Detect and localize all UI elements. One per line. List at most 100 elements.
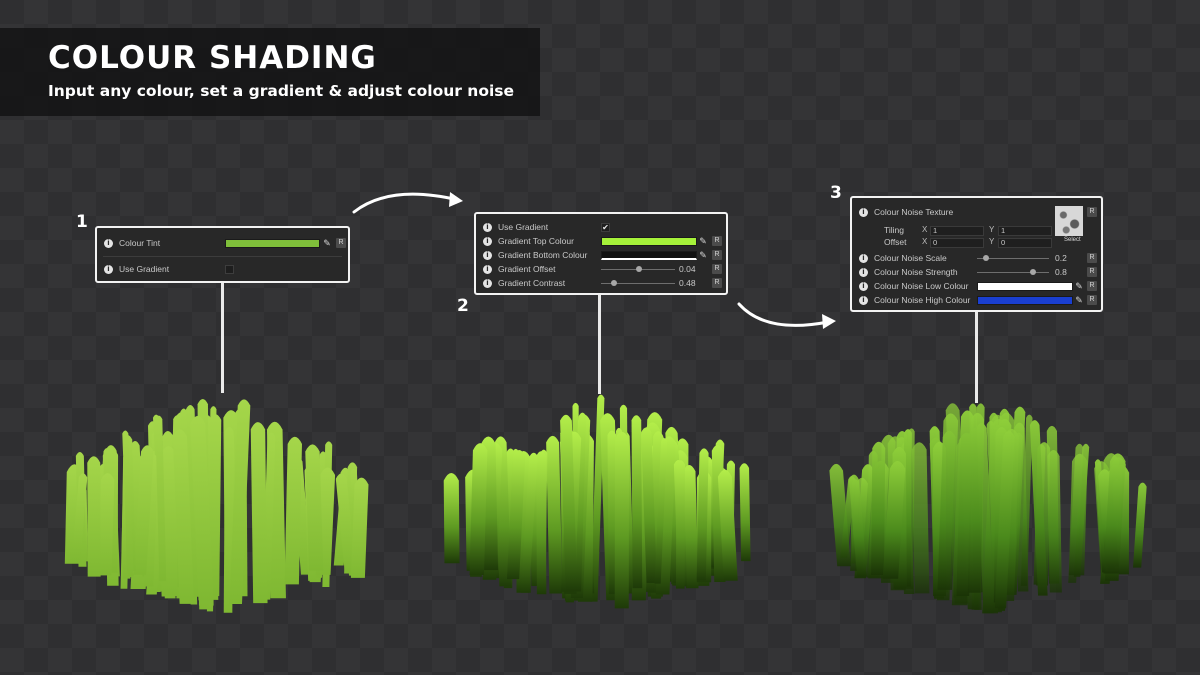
- reset-button[interactable]: R: [712, 250, 722, 260]
- eyedropper-icon[interactable]: ✎: [699, 236, 707, 246]
- tiling-label: Tiling: [884, 225, 904, 235]
- info-icon[interactable]: i: [483, 251, 492, 260]
- reset-button[interactable]: R: [1087, 295, 1097, 305]
- info-icon[interactable]: i: [483, 265, 492, 274]
- info-icon[interactable]: i: [483, 279, 492, 288]
- texture-select-button[interactable]: Select: [1064, 237, 1081, 243]
- row-colour-noise-high-colour: i Colour Noise High Colour ✎ R: [852, 294, 1101, 308]
- colour-noise-low-colour-swatch[interactable]: [977, 282, 1073, 291]
- grass-blade: [536, 451, 547, 595]
- colour-noise-scale-slider[interactable]: [977, 258, 1049, 259]
- colour-noise-texture-label: Colour Noise Texture: [874, 207, 954, 217]
- reset-button[interactable]: R: [1087, 267, 1097, 277]
- grass-blade: [546, 435, 563, 594]
- grass-blade: [520, 453, 538, 593]
- use-gradient-label: Use Gradient: [498, 222, 549, 232]
- colour-noise-strength-label: Colour Noise Strength: [874, 267, 958, 277]
- info-icon[interactable]: i: [859, 254, 868, 263]
- offset-y-axis-label: Y: [989, 237, 995, 246]
- gradient-bottom-colour-swatch[interactable]: [601, 251, 697, 260]
- grass-blade: [335, 473, 356, 573]
- tiling-x-field[interactable]: 1: [930, 226, 984, 236]
- colour-tint-swatch[interactable]: [225, 239, 320, 248]
- noise-texture-thumbnail[interactable]: [1055, 206, 1083, 236]
- grass-blade: [871, 441, 886, 576]
- connector-line-2: [598, 294, 601, 394]
- info-icon[interactable]: i: [483, 223, 492, 232]
- reset-button[interactable]: R: [712, 278, 722, 288]
- grass-blade: [284, 436, 302, 585]
- grass-blade: [631, 415, 643, 589]
- slider-thumb[interactable]: [1030, 269, 1036, 275]
- row-gradient-contrast: i Gradient Contrast 0.48 R: [476, 277, 726, 291]
- eyedropper-icon[interactable]: ✎: [1075, 295, 1083, 305]
- info-icon[interactable]: i: [483, 237, 492, 246]
- reset-button[interactable]: R: [336, 238, 346, 248]
- gradient-bottom-colour-label: Gradient Bottom Colour: [498, 250, 588, 260]
- grass-preview-1: [64, 398, 369, 613]
- offset-label: Offset: [884, 237, 907, 247]
- offset-y-field[interactable]: 0: [998, 238, 1052, 248]
- offset-x-field[interactable]: 0: [930, 238, 984, 248]
- gradient-contrast-slider[interactable]: [601, 283, 675, 284]
- gradient-contrast-value[interactable]: 0.48: [679, 278, 696, 288]
- use-gradient-checkbox[interactable]: ✔: [601, 223, 610, 232]
- step-number-2: 2: [457, 296, 469, 316]
- tiling-x-axis-label: X: [922, 225, 928, 234]
- grass-blade: [122, 430, 134, 577]
- gradient-top-colour-swatch[interactable]: [601, 237, 697, 246]
- row-tiling: Tiling X 1 Y 1: [852, 224, 1101, 238]
- grass-blade: [1020, 414, 1033, 586]
- reset-button[interactable]: R: [1087, 253, 1097, 263]
- info-icon[interactable]: i: [104, 265, 113, 274]
- grass-blade: [560, 414, 578, 592]
- row-colour-noise-low-colour: i Colour Noise Low Colour ✎ R: [852, 280, 1101, 294]
- colour-noise-low-colour-label: Colour Noise Low Colour: [874, 281, 969, 291]
- gradient-top-colour-label: Gradient Top Colour: [498, 236, 574, 246]
- gradient-offset-value[interactable]: 0.04: [679, 264, 696, 274]
- grass-blade: [443, 472, 460, 564]
- colour-noise-strength-value[interactable]: 0.8: [1055, 267, 1067, 277]
- info-icon[interactable]: i: [859, 268, 868, 277]
- grass-blade: [250, 422, 268, 604]
- colour-noise-high-colour-label: Colour Noise High Colour: [874, 295, 971, 305]
- grass-blade: [696, 448, 709, 581]
- grass-blade: [506, 449, 526, 580]
- grass-blade: [143, 454, 159, 587]
- grass-blade: [350, 477, 369, 578]
- eyedropper-icon[interactable]: ✎: [699, 250, 707, 260]
- eyedropper-icon[interactable]: ✎: [1075, 281, 1083, 291]
- info-icon[interactable]: i: [104, 239, 113, 248]
- info-icon[interactable]: i: [859, 282, 868, 291]
- grass-blade: [937, 413, 959, 590]
- slider-thumb[interactable]: [636, 266, 642, 272]
- panel-colour-tint: i Colour Tint ✎ R i Use Gradient: [95, 226, 350, 283]
- eyedropper-icon[interactable]: ✎: [323, 238, 331, 248]
- use-gradient-checkbox[interactable]: [225, 265, 234, 274]
- slider-thumb[interactable]: [611, 280, 617, 286]
- grass-blade: [911, 442, 930, 594]
- colour-noise-high-colour-swatch[interactable]: [977, 296, 1073, 305]
- reset-button[interactable]: R: [712, 236, 722, 246]
- step-number-3: 3: [830, 183, 842, 203]
- info-icon[interactable]: i: [859, 208, 868, 217]
- panel-gradient: i Use Gradient ✔ i Gradient Top Colour ✎…: [474, 212, 728, 295]
- colour-noise-scale-label: Colour Noise Scale: [874, 253, 947, 263]
- grass-blade: [1133, 482, 1147, 568]
- info-icon[interactable]: i: [859, 296, 868, 305]
- grass-blade: [994, 431, 1015, 609]
- grass-preview-3: [829, 403, 1147, 614]
- colour-noise-scale-value[interactable]: 0.2: [1055, 253, 1067, 263]
- slider-thumb[interactable]: [983, 255, 989, 261]
- row-use-gradient: i Use Gradient ✔: [476, 221, 726, 235]
- page-title: COLOUR SHADING: [48, 40, 377, 76]
- colour-noise-strength-slider[interactable]: [977, 272, 1049, 273]
- reset-button[interactable]: R: [712, 264, 722, 274]
- reset-button[interactable]: R: [1087, 207, 1097, 217]
- grass-blade: [229, 399, 251, 605]
- tiling-y-field[interactable]: 1: [998, 226, 1052, 236]
- header-banner: [0, 28, 540, 116]
- reset-button[interactable]: R: [1087, 281, 1097, 291]
- grass-blade: [1047, 450, 1062, 593]
- colour-tint-label: Colour Tint: [119, 238, 161, 248]
